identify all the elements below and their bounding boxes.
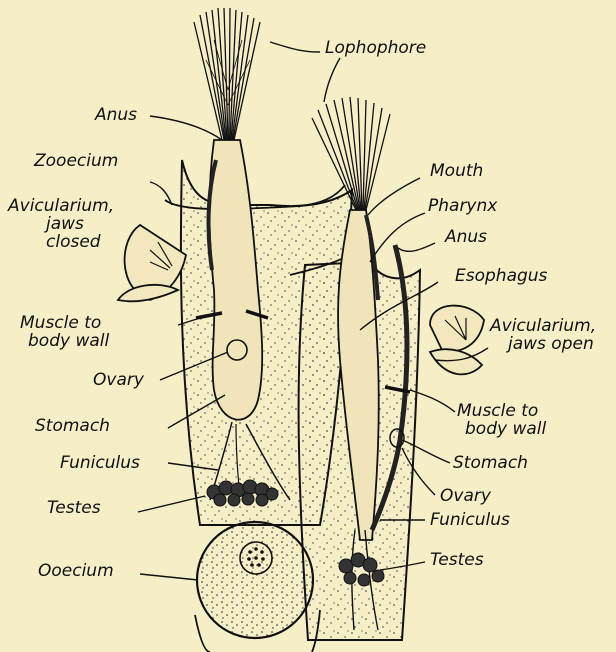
label-avicularium-closed: Avicularium, jaws closed (8, 198, 114, 252)
avicularium-closed (118, 225, 186, 301)
label-lophophore: Lophophore (325, 40, 426, 58)
label-esophagus: Esophagus (455, 268, 547, 286)
left-ooecium (197, 522, 313, 638)
label-muscle-left: Muscle to body wall (20, 315, 109, 351)
label-testes-left: Testes (47, 500, 101, 518)
label-zooecium: Zooecium (34, 153, 118, 171)
label-ooecium: Ooecium (38, 563, 114, 581)
label-mouth: Mouth (430, 163, 483, 181)
left-lophophore (194, 8, 260, 140)
avicularium-open (430, 306, 484, 375)
right-zooid (290, 210, 420, 640)
label-pharynx: Pharynx (428, 198, 497, 216)
label-muscle-left-line-2: body wall (20, 333, 109, 351)
label-muscle-right-line-2: body wall (457, 421, 546, 439)
label-avicularium-closed-line-2: jaws (8, 216, 114, 234)
label-ovary-right: Ovary (440, 488, 491, 506)
label-avicularium-closed-line-3: closed (8, 234, 114, 252)
label-anus-right: Anus (445, 229, 487, 247)
label-funiculus-left: Funiculus (60, 455, 140, 473)
label-avicularium-open: Avicularium, jaws open (490, 318, 596, 354)
label-avicularium-open-line-2: jaws open (490, 336, 596, 354)
label-ovary-left: Ovary (93, 372, 144, 390)
label-stomach-left: Stomach (35, 418, 110, 436)
label-stomach-right: Stomach (453, 455, 528, 473)
label-funiculus-right: Funiculus (430, 512, 510, 530)
label-anus-left: Anus (95, 107, 137, 125)
left-polypide (209, 140, 262, 420)
label-testes-right: Testes (430, 552, 484, 570)
right-lophophore (312, 97, 390, 210)
label-muscle-right: Muscle to body wall (457, 403, 546, 439)
